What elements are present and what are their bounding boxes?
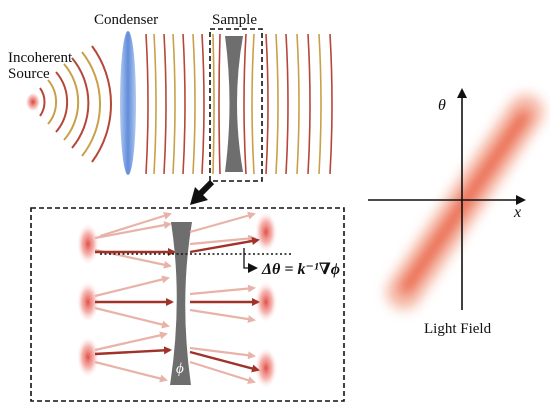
zoom-inset-frame — [30, 207, 345, 402]
angle-pointer — [243, 248, 258, 273]
down-left-arrow-icon — [190, 179, 215, 205]
x-axis-label: x — [513, 204, 521, 221]
sample-object — [225, 36, 243, 172]
illumination-section: Incoherent Source Condenser Sample — [8, 12, 333, 205]
phase-plate-label: ϕ — [176, 361, 184, 377]
light-field-band — [400, 110, 530, 294]
incoming-chief-rays — [94, 248, 176, 356]
phase-plate — [170, 222, 192, 385]
incoherent-source — [26, 93, 40, 111]
theta-axis-label: θ — [438, 97, 446, 114]
sample-selection-box — [209, 28, 263, 182]
output-spot-middle — [255, 282, 277, 322]
input-spot-top — [77, 224, 99, 264]
input-spot-bottom — [77, 337, 99, 377]
plane-wavefronts — [145, 33, 333, 175]
zoom-inset: ϕ Δθ = k⁻¹∇ϕ — [30, 207, 345, 402]
label-incoherent-source-line1: Incoherent — [8, 50, 73, 66]
outgoing-chief-rays — [189, 237, 260, 373]
condenser-lens — [120, 31, 136, 175]
spherical-wavefronts — [39, 45, 113, 163]
incoming-ray-fan — [94, 211, 172, 383]
label-sample: Sample — [212, 12, 257, 28]
output-spot-top — [255, 212, 277, 252]
light-field-caption: Light Field — [424, 321, 492, 337]
input-spot-middle — [77, 282, 99, 322]
label-incoherent-source-line2: Source — [8, 66, 50, 82]
phase-gradient-equation: Δθ = k⁻¹∇ϕ — [261, 261, 340, 278]
output-spot-bottom — [255, 348, 277, 388]
light-field-plot: θ x Light Field — [368, 88, 544, 337]
outgoing-ray-fan — [189, 211, 256, 385]
label-condenser: Condenser — [94, 12, 158, 28]
